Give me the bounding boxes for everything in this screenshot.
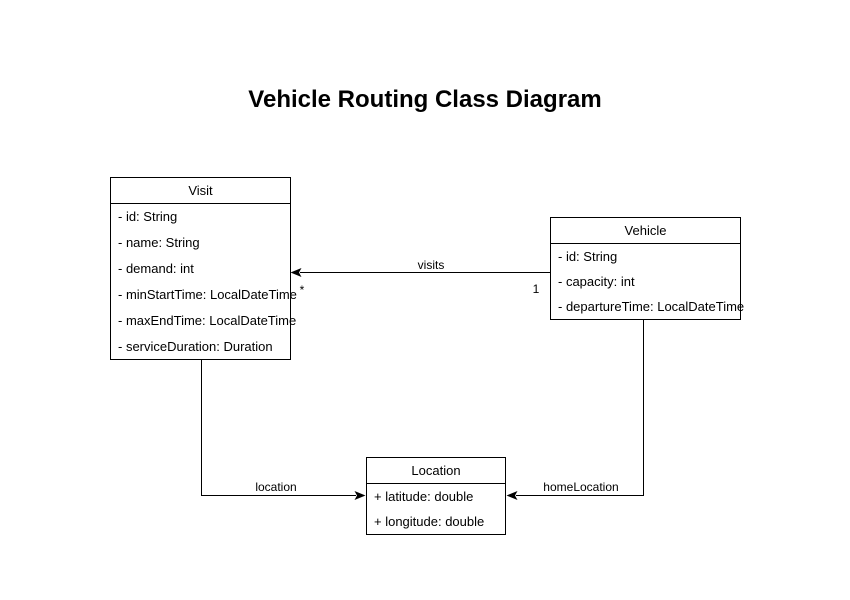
class-name-visit: Visit [111, 178, 290, 204]
edge-label-location: location [255, 480, 297, 494]
class-node-location[interactable]: Location + latitude: double + longitude:… [366, 457, 506, 535]
attribute-row: - minStartTime: LocalDateTime [118, 286, 297, 302]
attribute-row: - id: String [118, 209, 178, 225]
attribute-row: + longitude: double [374, 514, 485, 529]
class-body-vehicle: - id: String - capacity: int - departure… [551, 244, 745, 319]
arrowhead-visits [290, 268, 302, 277]
attribute-row: + latitude: double [374, 489, 474, 504]
class-body-location: + latitude: double + longitude: double [367, 484, 505, 534]
edge-visit-location[interactable] [201, 360, 366, 500]
diagram-title: Vehicle Routing Class Diagram [248, 86, 602, 113]
class-body-visit: - id: String - name: String - demand: in… [111, 204, 297, 359]
class-node-visit[interactable]: Visit - id: String - name: String - dema… [110, 177, 297, 360]
edge-label-visits: visits [417, 258, 445, 272]
class-name-vehicle: Vehicle [551, 218, 740, 244]
edge-label-homelocation: homeLocation [543, 480, 619, 494]
attribute-row: - maxEndTime: LocalDateTime [118, 312, 297, 328]
class-name-location: Location [367, 458, 505, 484]
attribute-row: - capacity: int [558, 274, 635, 289]
multiplicity-visits-many: * [299, 283, 305, 297]
multiplicity-visits-one: 1 [532, 282, 540, 296]
edge-vehicle-homelocation[interactable] [506, 320, 644, 500]
attribute-row: - demand: int [118, 261, 194, 277]
attribute-row: - departureTime: LocalDateTime [558, 299, 745, 314]
class-node-vehicle[interactable]: Vehicle - id: String - capacity: int - d… [550, 217, 745, 320]
attribute-row: - id: String [558, 249, 618, 264]
arrowhead-location [354, 491, 366, 500]
attribute-row: - name: String [118, 235, 200, 251]
arrowhead-homelocation [506, 491, 518, 500]
attribute-row: - serviceDuration: Duration [118, 338, 273, 354]
